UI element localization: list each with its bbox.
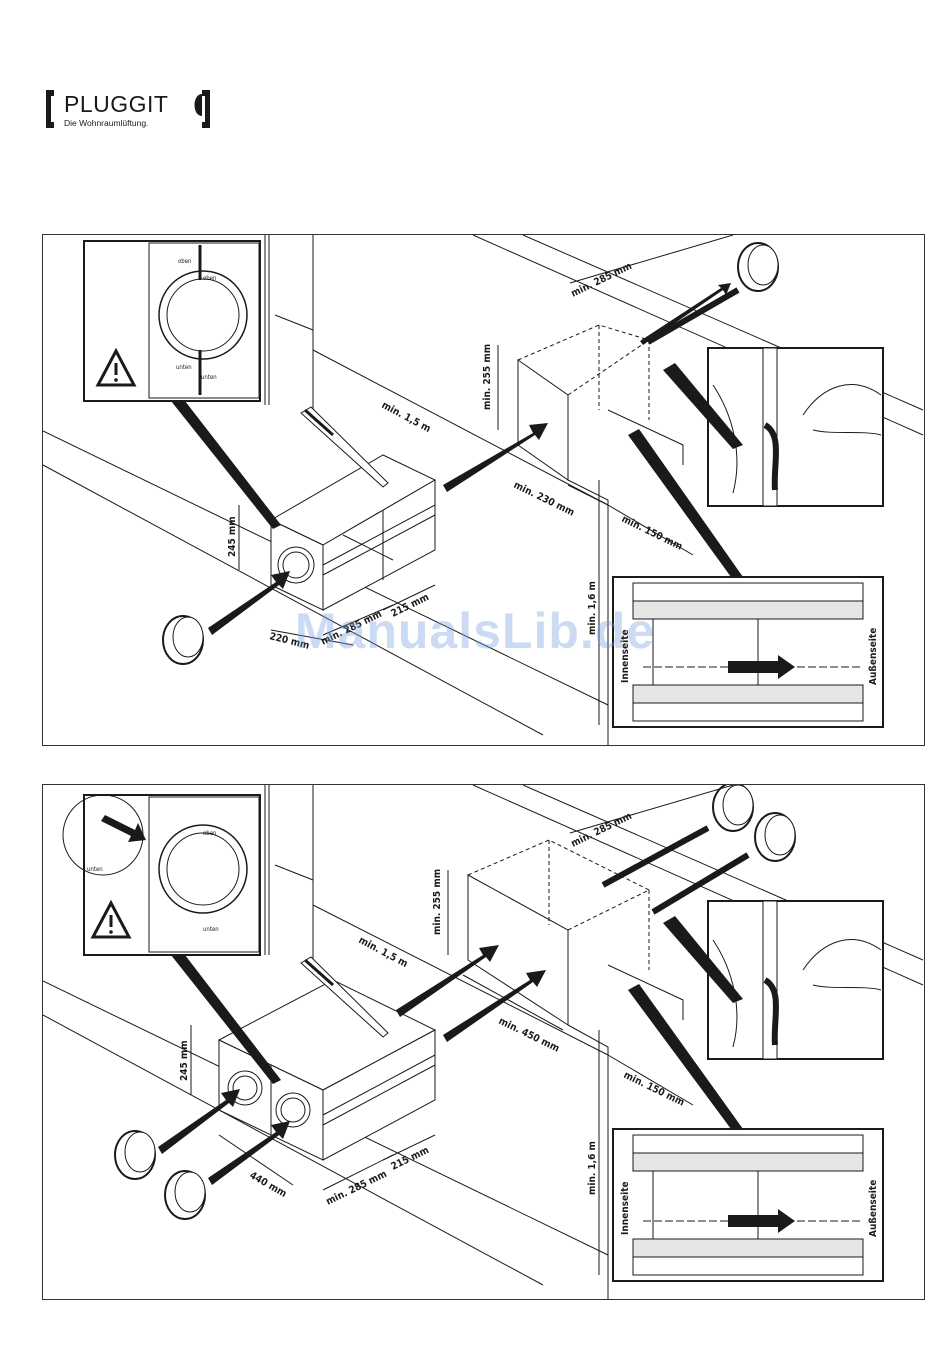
dimension-label: min. 150 mm <box>622 1070 686 1109</box>
dimension-label: min. 1,5 m <box>380 400 433 435</box>
dimension-label: min. 255 mm <box>432 869 443 935</box>
dimension-label: unten <box>87 866 103 873</box>
dimension-label: Innenseite <box>620 629 631 683</box>
installation-figure-1: oben oben unten unten Innenseite <box>42 234 925 746</box>
section-inset-1: Innenseite Außenseite <box>612 576 884 728</box>
installation-drawing-2: oben unten unten Innenseite Außenseite <box>43 785 924 1299</box>
dimension-label: Innenseite <box>620 1181 631 1235</box>
dimension-label: min. 255 mm <box>482 344 493 410</box>
pluggit-logo: PLUGGIT Die Wohnraumlüftung. <box>46 90 210 128</box>
logo-brand: PLUGGIT <box>64 91 168 117</box>
logo-tagline: Die Wohnraumlüftung. <box>64 118 148 128</box>
dimension-label: 440 mm <box>248 1170 289 1200</box>
dimension-label: oben <box>203 830 216 837</box>
dimension-label: min. 150 mm <box>620 514 684 553</box>
dimension-label: Außenseite <box>868 1180 879 1237</box>
dimension-label: min. 230 mm <box>512 480 576 519</box>
dimension-label: unten <box>201 374 217 381</box>
dimension-label: unten <box>203 926 219 933</box>
warning-inset-1: oben oben unten unten <box>83 240 261 402</box>
dimension-label: min. 285 mm <box>324 1169 388 1208</box>
warning-inset-2: oben unten unten <box>62 794 261 956</box>
dimension-label: oben <box>203 275 216 282</box>
dimension-label: 220 mm <box>268 631 310 652</box>
dimension-label: min. 1,6 m <box>587 581 598 635</box>
installation-figure-2: oben unten unten Innenseite Außenseite <box>42 784 925 1300</box>
section-inset-2: Innenseite Außenseite <box>612 1128 884 1282</box>
dimension-label: 245 mm <box>179 1040 190 1081</box>
sealing-inset-2 <box>707 900 884 1060</box>
dimension-label: min. 1,6 m <box>587 1141 598 1195</box>
dimension-label: oben <box>178 258 191 265</box>
installation-drawing-1: oben oben unten unten Innenseite <box>43 235 924 745</box>
dimension-label: Außenseite <box>868 628 879 685</box>
dimension-label: 245 mm <box>227 516 238 557</box>
dimension-label: unten <box>176 364 192 371</box>
sealing-inset-1 <box>707 347 884 507</box>
dimension-label: 215 mm <box>389 1145 430 1173</box>
dimension-label: min. 285 mm <box>319 609 383 648</box>
dimension-label: min. 450 mm <box>497 1016 561 1055</box>
